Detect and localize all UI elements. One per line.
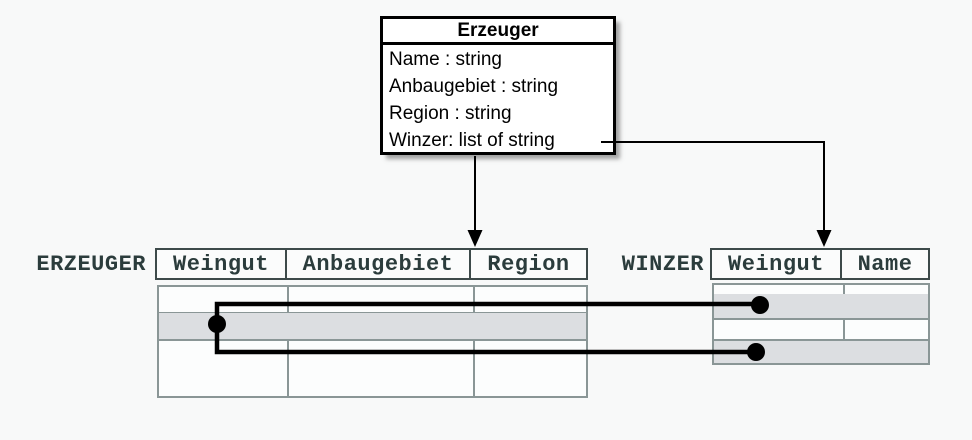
winzer-highlighted-row-2 — [714, 341, 928, 363]
erzeuger-table-body — [157, 285, 588, 398]
class-attribute-list: Name : string Anbaugebiet : string Regio… — [383, 45, 613, 154]
erzeuger-column-region: Region — [487, 251, 570, 277]
row-divider — [714, 339, 928, 341]
erzeuger-column-weingut: Weingut — [157, 250, 287, 278]
class-attribute-anbaugebiet: Anbaugebiet : string — [389, 76, 559, 97]
winzer-table-label: WINZER — [621, 251, 704, 277]
erzeuger-column-anbaugebiet: Anbaugebiet — [287, 250, 471, 278]
winzer-column-name: Name — [857, 251, 913, 277]
arrow-winzer-attr-to-winzer — [601, 141, 832, 247]
winzer-highlighted-row-1 — [714, 294, 928, 318]
erzeuger-highlighted-row — [159, 313, 586, 339]
class-title: Erzeuger — [383, 19, 613, 45]
arrow-class-to-erzeuger — [467, 156, 483, 247]
row-divider — [159, 339, 586, 341]
class-attribute-winzer: Winzer: list of string — [389, 130, 555, 151]
erzeuger-header-row: Weingut Anbaugebiet Region — [155, 248, 588, 280]
class-attribute-name: Name : string — [389, 49, 502, 70]
column-divider — [287, 287, 289, 396]
uml-class-box: Erzeuger Name : string Anbaugebiet : str… — [380, 16, 616, 155]
erzeuger-table-label: ERZEUGER — [36, 251, 146, 277]
winzer-column-weingut: Weingut — [712, 250, 842, 278]
winzer-header-row: Weingut Name — [710, 248, 930, 280]
winzer-table-body — [712, 283, 930, 365]
column-divider — [843, 285, 845, 363]
column-divider — [473, 287, 475, 396]
row-divider — [714, 318, 928, 320]
class-attribute-region: Region : string — [389, 103, 512, 124]
